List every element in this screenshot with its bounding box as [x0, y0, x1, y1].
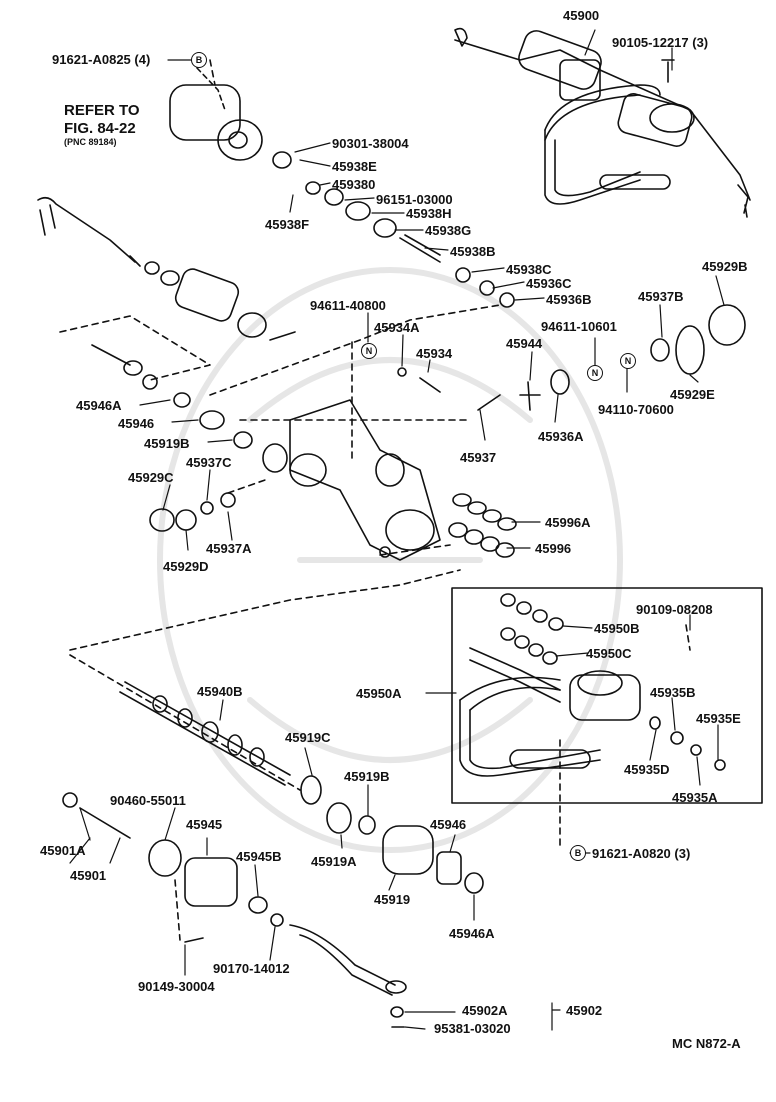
part-label-90109: 90109-08208 [636, 602, 713, 617]
part-label-45940B: 45940B [197, 684, 243, 699]
part-label-45938E: 45938E [332, 159, 377, 174]
part-label-45902: 45902 [566, 1003, 603, 1018]
marker-b-low: B [570, 845, 586, 861]
part-label-45945B: 45945B [236, 849, 282, 864]
part-label-90170: 90170-14012 [213, 961, 290, 976]
refer-note-line2: FIG. 84-22 [64, 120, 136, 137]
part-label-45937A: 45937A [206, 541, 252, 556]
part-label-459380: 459380 [332, 177, 376, 192]
lower-parts-drawing [62, 775, 484, 1028]
part-label-90301: 90301-38004 [332, 136, 409, 151]
part-label-45929E: 45929E [670, 387, 715, 402]
part-label-45934: 45934 [416, 346, 453, 361]
leader-lines [69, 29, 725, 1031]
seal-parts-left-drawing [91, 344, 253, 532]
gear-housing-drawing [262, 399, 441, 561]
part-label-45944: 45944 [506, 336, 543, 351]
part-label-45919: 45919 [374, 892, 411, 907]
part-label-45946A-low: 45946A [449, 926, 495, 941]
part-label-45938F: 45938F [265, 217, 310, 232]
part-label-90105: 90105-12217 (3) [612, 35, 709, 50]
rack-bar-drawing [119, 681, 291, 786]
part-label-45901A: 45901A [40, 843, 86, 858]
part-label-94611-10601: 94611-10601 [541, 319, 617, 334]
ring-set-drawing [448, 493, 517, 558]
marker-n-left: N [361, 343, 377, 359]
part-label-45946A-mid: 45946A [76, 398, 122, 413]
part-label-45919A: 45919A [311, 854, 357, 869]
part-label-45900: 45900 [563, 8, 600, 23]
tie-rod-upper-drawing [37, 196, 296, 341]
part-label-45902A: 45902A [462, 1003, 508, 1018]
marker-b-top: B [191, 52, 207, 68]
part-label-45919B-low: 45919B [344, 769, 390, 784]
dashed-reference-lines [59, 59, 691, 941]
refer-note-pnc: (PNC 89184) [64, 137, 117, 147]
part-label-45950C: 45950C [586, 646, 632, 661]
part-label-45938G: 45938G [425, 223, 472, 238]
part-label-45938B: 45938B [450, 244, 496, 259]
part-label-45929B: 45929B [702, 259, 748, 274]
part-label-90149: 90149-30004 [138, 979, 215, 994]
part-label-45935A: 45935A [672, 790, 718, 805]
part-label-45945: 45945 [186, 817, 223, 832]
part-label-90460: 90460-55011 [110, 793, 186, 808]
part-label-45929D: 45929D [163, 559, 209, 574]
marker-n-right: N [620, 353, 636, 369]
part-label-45937: 45937 [460, 450, 497, 465]
part-label-91621-low: 91621-A0820 (3) [592, 846, 691, 861]
part-label-45936B: 45936B [546, 292, 592, 307]
part-label-45935D: 45935D [624, 762, 670, 777]
part-label-95381: 95381-03020 [434, 1021, 511, 1036]
control-valve-box [451, 587, 763, 804]
part-label-45936C: 45936C [526, 276, 572, 291]
watermark-logo [157, 267, 623, 853]
part-label-45946-mid: 45946 [118, 416, 155, 431]
part-label-45901: 45901 [70, 868, 107, 883]
valve-housing-drawing [169, 67, 263, 161]
steering-rack-assembly-drawing [454, 27, 751, 218]
part-label-45937B: 45937B [638, 289, 684, 304]
marker-n-mid: N [587, 365, 603, 381]
part-label-45950A: 45950A [356, 686, 402, 701]
diagram-code: MC N872-A [672, 1036, 741, 1051]
part-label-45950B: 45950B [594, 621, 640, 636]
part-label-45996: 45996 [535, 541, 572, 556]
part-label-94110: 94110-70600 [598, 402, 674, 417]
part-label-96151: 96151-03000 [376, 192, 453, 207]
part-label-45938C: 45938C [506, 262, 552, 277]
part-label-45936A: 45936A [538, 429, 584, 444]
part-label-94611-40800: 94611-40800 [310, 298, 386, 313]
part-label-45935E: 45935E [696, 711, 741, 726]
part-label-45938H: 45938H [406, 206, 452, 221]
part-label-45934A: 45934A [374, 320, 420, 335]
valve-small-parts-drawing [272, 151, 746, 411]
part-label-45935B: 45935B [650, 685, 696, 700]
part-label-91621-top: 91621-A0825 (4) [52, 52, 151, 67]
part-label-45937C: 45937C [186, 455, 232, 470]
part-label-45996A: 45996A [545, 515, 591, 530]
part-label-45946-low: 45946 [430, 817, 467, 832]
refer-note-line1: REFER TO [64, 102, 140, 119]
part-label-45919C: 45919C [285, 730, 331, 745]
part-label-45929C: 45929C [128, 470, 174, 485]
part-label-45919B-top: 45919B [144, 436, 190, 451]
